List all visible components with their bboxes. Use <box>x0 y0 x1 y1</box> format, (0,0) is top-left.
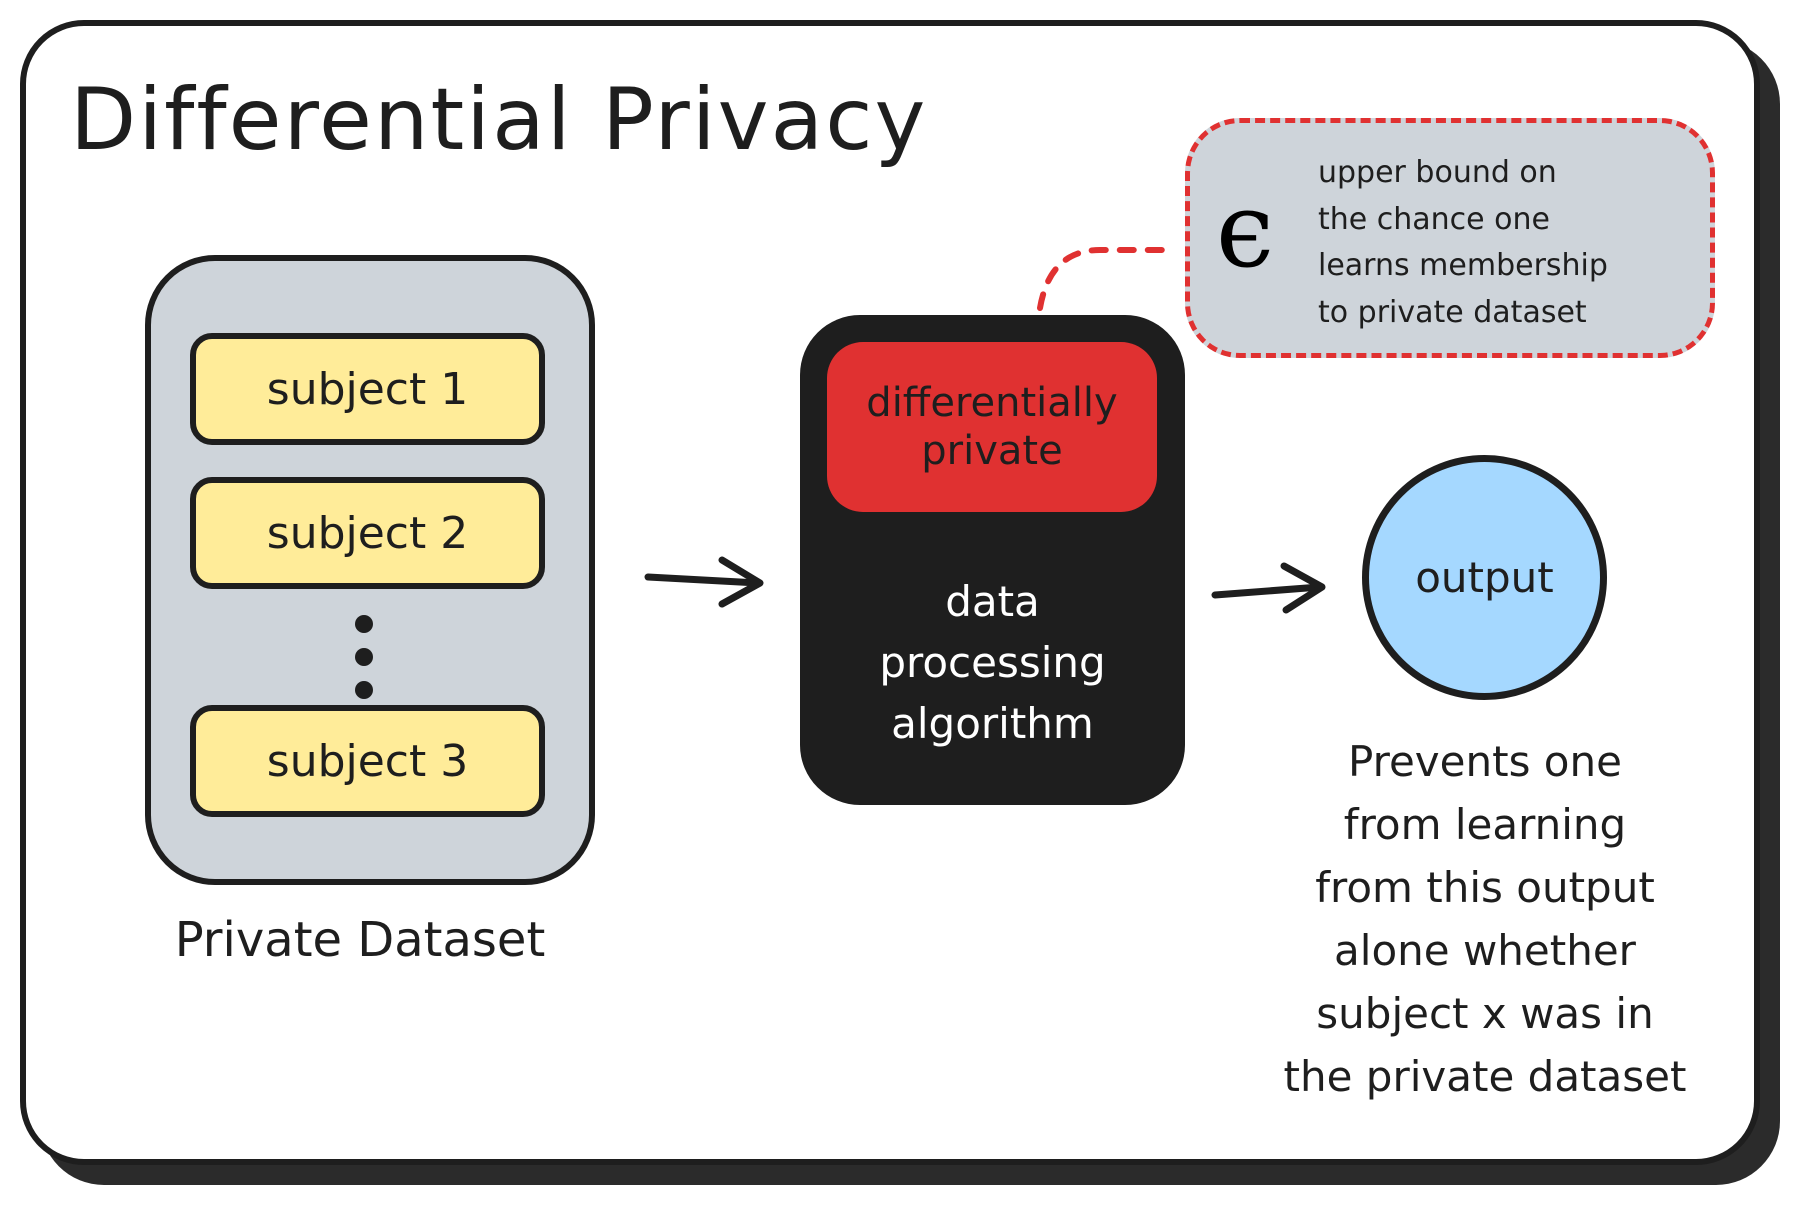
arrow-algorithm-to-output <box>1211 583 1324 599</box>
diagram-title: Differential Privacy <box>70 70 928 170</box>
algorithm-label-line-2: processing <box>879 637 1106 687</box>
subject-2-box: subject 2 <box>190 477 545 589</box>
dp-label-line-1: differentially <box>866 380 1118 426</box>
output-explanation-line-3: from this output <box>1315 863 1655 912</box>
output-explanation: Prevents one from learning from this out… <box>1210 730 1760 1108</box>
algorithm-label: data processing algorithm <box>800 572 1185 755</box>
output-explanation-line-2: from learning <box>1343 800 1627 849</box>
arrowhead-dataset-to-algorithm <box>718 556 764 608</box>
epsilon-symbol: ϵ <box>1215 169 1275 291</box>
algorithm-label-line-3: algorithm <box>891 698 1094 748</box>
ellipsis-dots <box>355 615 375 705</box>
dp-label-line-2: private <box>921 428 1063 474</box>
epsilon-description-line-3: learns membership <box>1318 248 1608 283</box>
algorithm-label-line-1: data <box>945 577 1040 626</box>
epsilon-description-line-4: to private dataset <box>1318 294 1587 330</box>
dot <box>355 648 373 666</box>
output-explanation-line-5: subject x was in <box>1316 989 1654 1038</box>
epsilon-description-line-1: upper bound on <box>1318 155 1557 190</box>
arrowhead-algorithm-to-output <box>1280 562 1326 614</box>
output-explanation-line-6: the private dataset <box>1283 1052 1687 1101</box>
subject-1-box: subject 1 <box>190 333 545 445</box>
dot <box>355 615 373 633</box>
output-explanation-line-1: Prevents one <box>1348 737 1622 786</box>
epsilon-callout <box>1185 118 1715 358</box>
epsilon-description: upper bound on the chance one learns mem… <box>1318 150 1608 336</box>
dataset-label: Private Dataset <box>174 912 546 968</box>
epsilon-description-line-2: the chance one <box>1318 201 1550 237</box>
output-explanation-line-4: alone whether <box>1334 926 1636 975</box>
output-circle: output <box>1362 455 1607 700</box>
differentially-private-box: differentially private <box>827 342 1157 512</box>
callout-connector <box>1037 247 1175 311</box>
subject-3-box: subject 3 <box>190 705 545 817</box>
arrow-dataset-to-algorithm <box>644 573 762 587</box>
dot <box>355 681 373 699</box>
